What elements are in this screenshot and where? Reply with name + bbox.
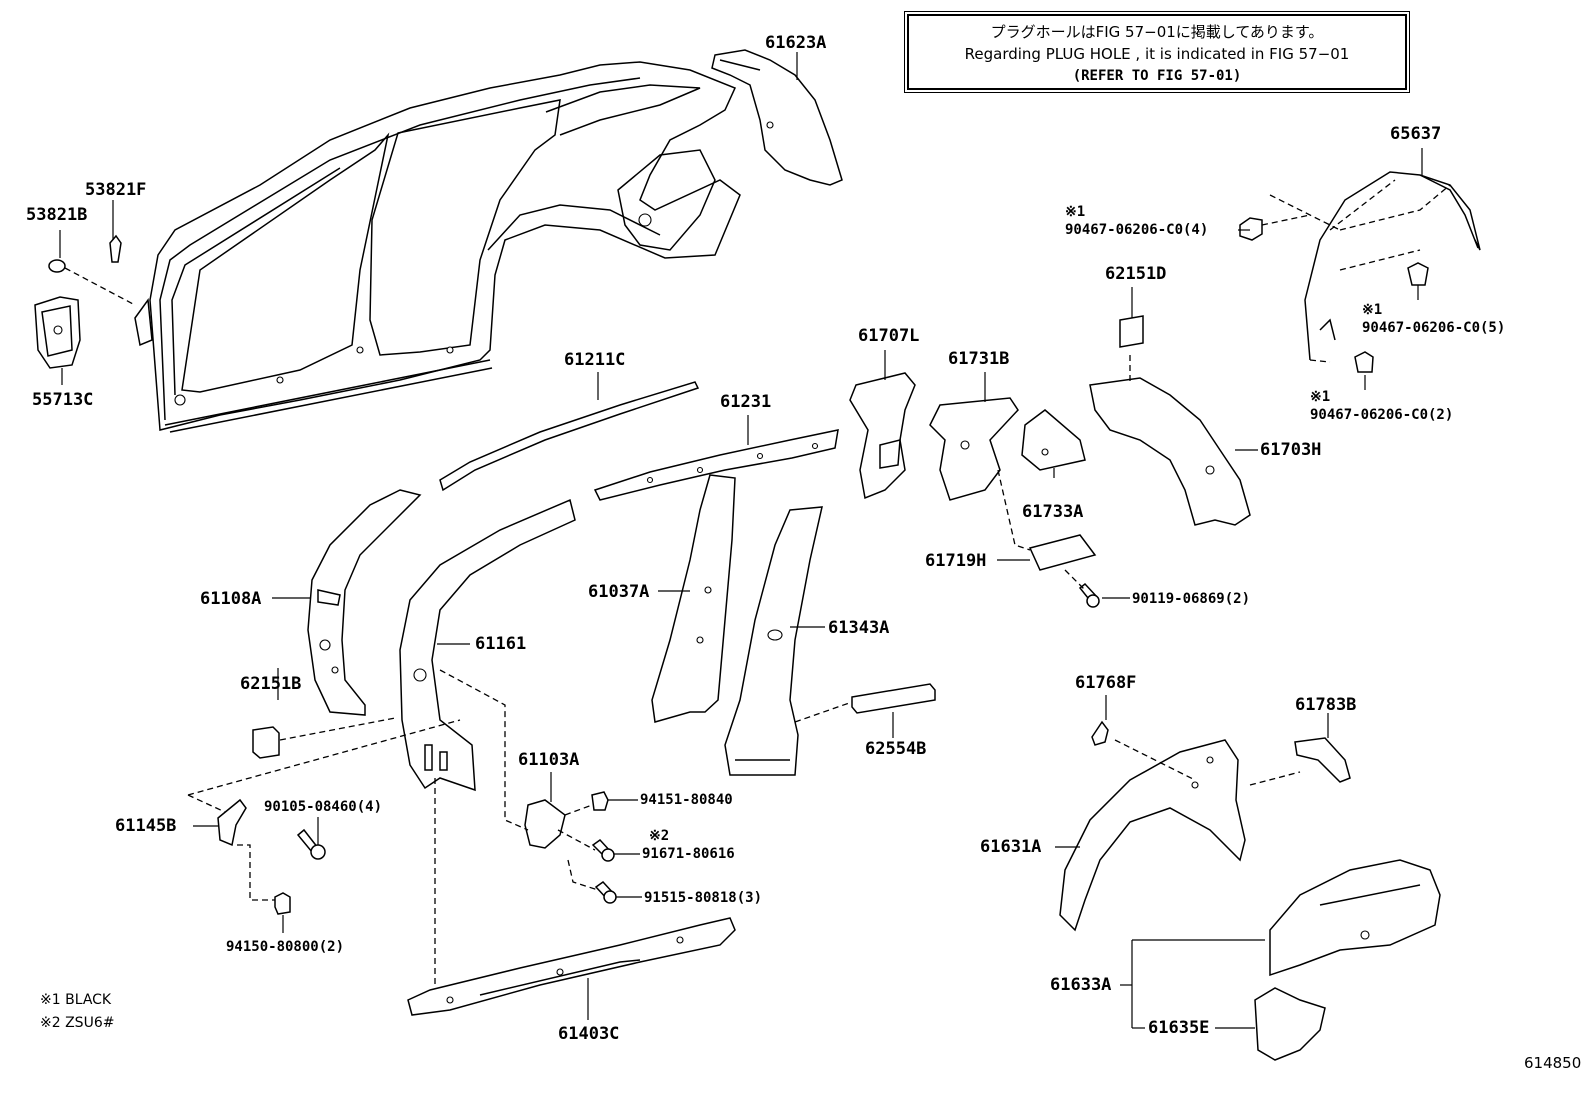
mark-zsu-note: ※2 <box>649 828 670 844</box>
note-box: プラグホールはFIG 57−01に掲載してあります。 Regarding PLU… <box>904 11 1410 93</box>
label-65637[interactable]: 65637 <box>1390 124 1442 144</box>
label-62151B[interactable]: 62151B <box>240 674 302 694</box>
part-61145B-shape <box>217 798 247 847</box>
label-61103A[interactable]: 61103A <box>518 750 580 770</box>
part-61403C-shape <box>407 917 736 1016</box>
label-61731B[interactable]: 61731B <box>948 349 1010 369</box>
part-61768F-shape <box>1091 720 1109 746</box>
label-61703H[interactable]: 61703H <box>1260 440 1322 460</box>
label-90467-06206-C0-2[interactable]: 90467-06206-C0(2) <box>1310 407 1454 423</box>
fastener-shapes <box>274 791 617 915</box>
note-line-english: Regarding PLUG HOLE , it is indicated in… <box>964 45 1350 63</box>
label-61707L[interactable]: 61707L <box>858 326 920 346</box>
label-90467-06206-C0-5[interactable]: 90467-06206-C0(5) <box>1362 320 1506 336</box>
part-62554B-shape <box>851 683 936 714</box>
part-61623A-shape <box>711 49 843 186</box>
dashed-reference-lines <box>64 214 1311 985</box>
label-62151D[interactable]: 62151D <box>1105 264 1167 284</box>
label-61108A[interactable]: 61108A <box>200 589 262 609</box>
label-61633A[interactable]: 61633A <box>1050 975 1112 995</box>
label-94150-80800[interactable]: 94150-80800(2) <box>226 939 345 955</box>
label-61211C[interactable]: 61211C <box>564 350 626 370</box>
part-61231-shape <box>593 429 839 501</box>
label-53821F[interactable]: 53821F <box>85 180 147 200</box>
part-61783B-shape <box>1294 737 1351 783</box>
label-61161[interactable]: 61161 <box>475 634 527 654</box>
bolt-90119-shape <box>1078 582 1100 608</box>
part-61633A-shape <box>1269 859 1441 977</box>
clip-shapes <box>1239 217 1429 373</box>
label-61037A[interactable]: 61037A <box>588 582 650 602</box>
label-91515-80818[interactable]: 91515-80818(3) <box>644 890 763 906</box>
part-61103A-shape <box>524 799 566 849</box>
figure-number: 614850 <box>1524 1054 1582 1072</box>
part-61108A-shape <box>307 489 422 716</box>
leader-lines <box>59 52 1423 1029</box>
part-62151D-shape <box>1119 315 1144 348</box>
label-61719H[interactable]: 61719H <box>925 551 987 571</box>
part-65637-shape <box>1269 171 1481 363</box>
body-side-outer-panel <box>134 61 741 433</box>
label-53821B[interactable]: 53821B <box>26 205 88 225</box>
label-61145B[interactable]: 61145B <box>115 816 177 836</box>
label-55713C[interactable]: 55713C <box>32 390 94 410</box>
part-61037A-shape <box>651 474 736 723</box>
part-55713C-shape <box>34 296 81 369</box>
label-91671-80616[interactable]: 91671-80616 <box>642 846 735 862</box>
label-61768F[interactable]: 61768F <box>1075 673 1137 693</box>
part-61635E-shape <box>1254 987 1326 1061</box>
part-61719H-shape <box>1028 534 1097 571</box>
note-line-refer: (REFER TO FIG 57-01) <box>1072 68 1242 84</box>
part-61707L-shape <box>849 372 916 500</box>
legend-zsu6: ※2 ZSU6# <box>40 1015 115 1031</box>
label-62554B[interactable]: 62554B <box>865 739 927 759</box>
part-61343A-shape <box>724 506 823 776</box>
part-53821-shapes <box>48 234 122 273</box>
label-90119-06869[interactable]: 90119-06869(2) <box>1132 591 1251 607</box>
label-61635E[interactable]: 61635E <box>1148 1018 1210 1038</box>
part-61733A-shape <box>1021 409 1086 471</box>
label-61231[interactable]: 61231 <box>720 392 772 412</box>
label-61403C[interactable]: 61403C <box>558 1024 620 1044</box>
part-61161-shape <box>399 498 576 792</box>
label-61631A[interactable]: 61631A <box>980 837 1042 857</box>
label-61623A[interactable]: 61623A <box>765 33 827 53</box>
part-61631A-shape <box>1059 739 1246 932</box>
part-61731B-shape <box>929 397 1019 501</box>
mark-black-note-a: ※1 <box>1065 204 1086 220</box>
label-61783B[interactable]: 61783B <box>1295 695 1357 715</box>
label-94151-80840[interactable]: 94151-80840 <box>640 792 733 808</box>
label-61733A[interactable]: 61733A <box>1022 502 1084 522</box>
part-61211C-shape <box>439 381 700 492</box>
mark-black-note-c: ※1 <box>1310 389 1331 405</box>
part-61703H-shape <box>1089 377 1251 526</box>
label-90467-06206-C0-4[interactable]: 90467-06206-C0(4) <box>1065 222 1209 238</box>
part-62151B-shape <box>252 726 280 759</box>
legend-black: ※1 BLACK <box>40 992 112 1008</box>
label-90105-08460[interactable]: 90105-08460(4) <box>264 799 383 815</box>
mark-black-note-b: ※1 <box>1362 302 1383 318</box>
label-61343A[interactable]: 61343A <box>828 618 890 638</box>
note-line-japanese: プラグホールはFIG 57−01に掲載してあります。 <box>990 23 1324 41</box>
